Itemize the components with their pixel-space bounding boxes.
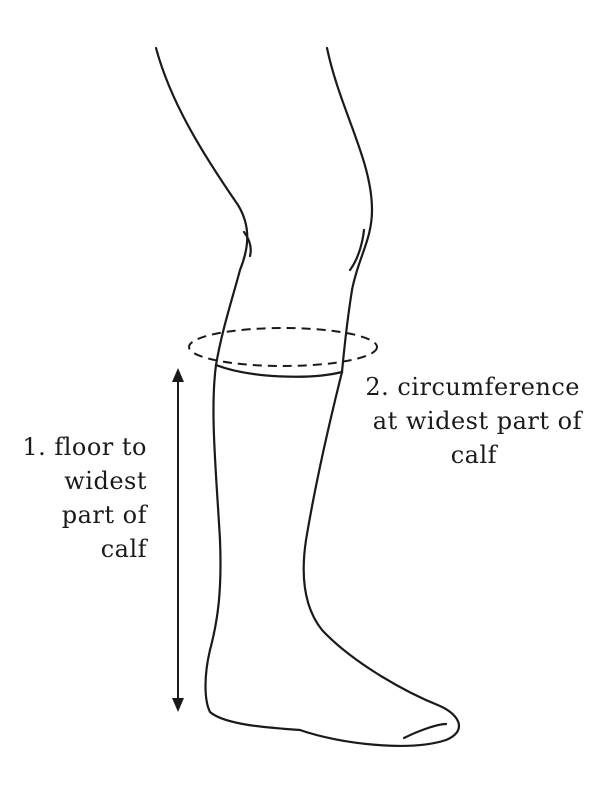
knee-crease (242, 230, 252, 258)
measurement-1-line: 1. floor to (22, 433, 147, 461)
toe-crease (402, 722, 448, 740)
shin-front-outline (298, 370, 460, 747)
measurement-1-line: calf (100, 535, 147, 563)
measurement-2-line: calf (450, 441, 497, 469)
calf-back-outline (204, 363, 302, 732)
measurement-1-label: 1. floor to widest part of calf (22, 430, 147, 566)
knee-cap-line (348, 228, 366, 272)
measurement-1-line: part of (61, 501, 147, 529)
thigh-back-outline (154, 46, 249, 367)
height-arrow (172, 368, 184, 712)
measurement-1-line: widest (64, 467, 147, 495)
arrow-head-bottom (172, 698, 184, 712)
measurement-2-line: 2. circumference (365, 373, 580, 401)
arrow-head-top (172, 368, 184, 382)
circumference-dashed-ellipse (188, 327, 378, 367)
thigh-front-outline (325, 46, 374, 374)
sock-top-band (214, 363, 344, 378)
measurement-2-line: at widest part of (372, 407, 582, 435)
